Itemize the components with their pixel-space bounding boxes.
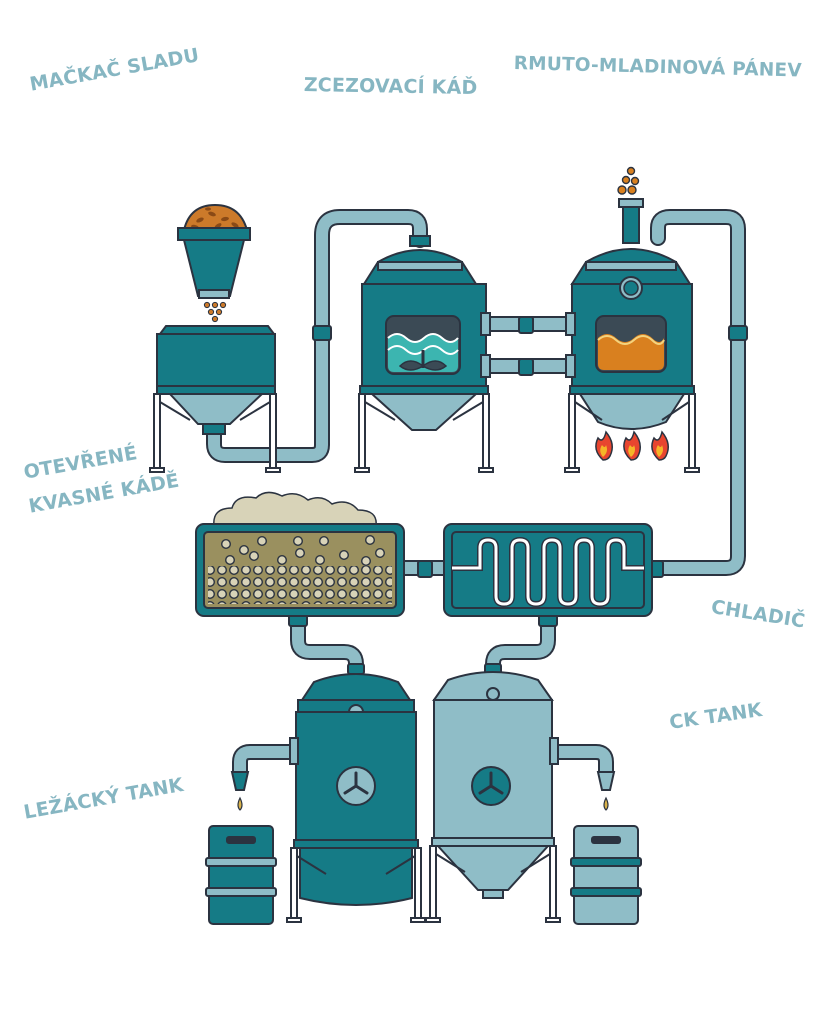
wort-kettle xyxy=(564,166,700,473)
ck-tank xyxy=(425,671,561,923)
flame-icon xyxy=(623,430,641,461)
fan-icon xyxy=(471,766,511,806)
lauter-tun xyxy=(354,235,494,473)
pipe-kettle-to-cooler xyxy=(647,209,746,576)
keg-right xyxy=(570,771,642,925)
coil-icon xyxy=(452,536,644,608)
pipe-lager-to-keg xyxy=(232,744,306,780)
pipe-fermenter-to-lager xyxy=(290,610,364,684)
label-lauter-tun: ZCEZOVACÍ KÁĎ xyxy=(303,74,478,100)
fan-icon xyxy=(336,766,376,806)
flame-icon xyxy=(595,430,613,461)
steam-bubbles-icon xyxy=(617,166,640,195)
flame-icon xyxy=(651,430,669,461)
falling-grains-icon xyxy=(203,301,227,323)
pipe-ck-to-keg xyxy=(544,744,614,780)
pipe-cooler-to-ck xyxy=(485,610,556,684)
malt-pile-icon xyxy=(182,203,249,231)
agitator-icon xyxy=(398,350,448,371)
keg-left xyxy=(205,771,277,925)
foam xyxy=(213,491,377,527)
open-fermenter xyxy=(195,491,405,617)
pipes xyxy=(206,209,746,780)
lager-tank xyxy=(286,673,426,923)
malt-mill xyxy=(149,203,281,473)
cooler xyxy=(443,523,653,617)
